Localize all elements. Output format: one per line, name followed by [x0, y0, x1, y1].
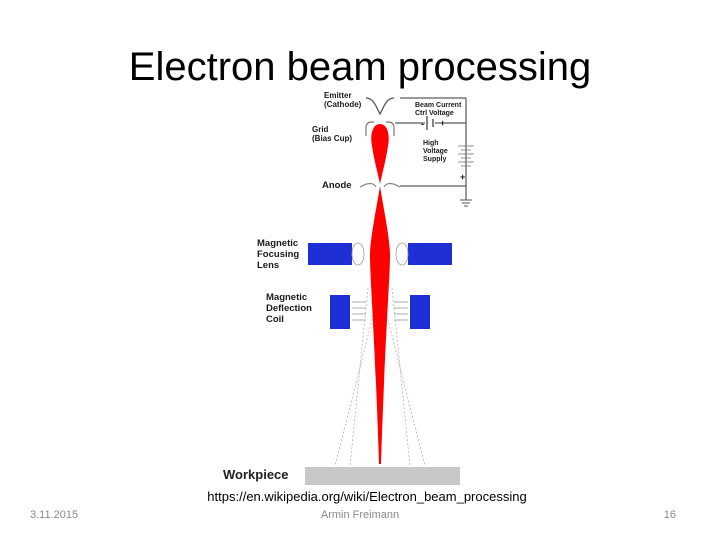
source-url: https://en.wikipedia.org/wiki/Electron_b…	[207, 489, 527, 504]
high-voltage-stack	[458, 145, 474, 167]
plus-sign-battery: +	[440, 118, 446, 128]
emitter-label: Emitter (Cathode)	[324, 91, 362, 110]
circuit-wiring	[395, 97, 467, 200]
anode-plates	[359, 182, 401, 188]
grid-label: Grid (Bias Cup)	[312, 125, 352, 144]
deflection-coil-magnet-right	[410, 295, 430, 329]
focusing-lens-field-loops	[351, 242, 409, 266]
diagram-graphic	[305, 97, 474, 485]
focusing-lens-magnet-right	[408, 243, 452, 265]
high-voltage-label: High Voltage Supply	[423, 140, 448, 164]
grid-bias-cup	[365, 121, 395, 136]
minus-sign: -	[421, 119, 424, 129]
workpiece-label: Workpiece	[223, 467, 289, 482]
beam-current-label: Beam Current Ctrl Voltage	[415, 102, 462, 118]
focusing-lens-label: Magnetic Focusing Lens	[257, 238, 300, 271]
deflection-coil-label: Magnetic Deflection Coil	[266, 292, 312, 325]
anode-label: Anode	[322, 180, 352, 191]
deflection-field-hatch	[352, 301, 408, 321]
workpiece-plate	[305, 467, 460, 485]
focusing-lens-magnet-left	[308, 243, 352, 265]
electron-beam	[371, 124, 389, 184]
ground-icon	[460, 199, 472, 207]
electron-beam-diagram: Emitter (Cathode) Grid (Bias Cup) Beam C…	[220, 88, 480, 488]
battery-symbol	[426, 116, 434, 130]
deflection-field-lines	[334, 287, 426, 467]
footer-date: 3.11.2015	[30, 509, 79, 521]
electron-beam-focused	[370, 186, 390, 464]
plus-sign-supply: +	[460, 172, 466, 182]
slide-title: Electron beam processing	[128, 45, 592, 89]
footer-author: Armin Freimann	[320, 509, 400, 521]
cathode-filament	[365, 97, 395, 116]
footer-page-number: 16	[663, 509, 676, 521]
deflection-coil-magnet-left	[330, 295, 350, 329]
